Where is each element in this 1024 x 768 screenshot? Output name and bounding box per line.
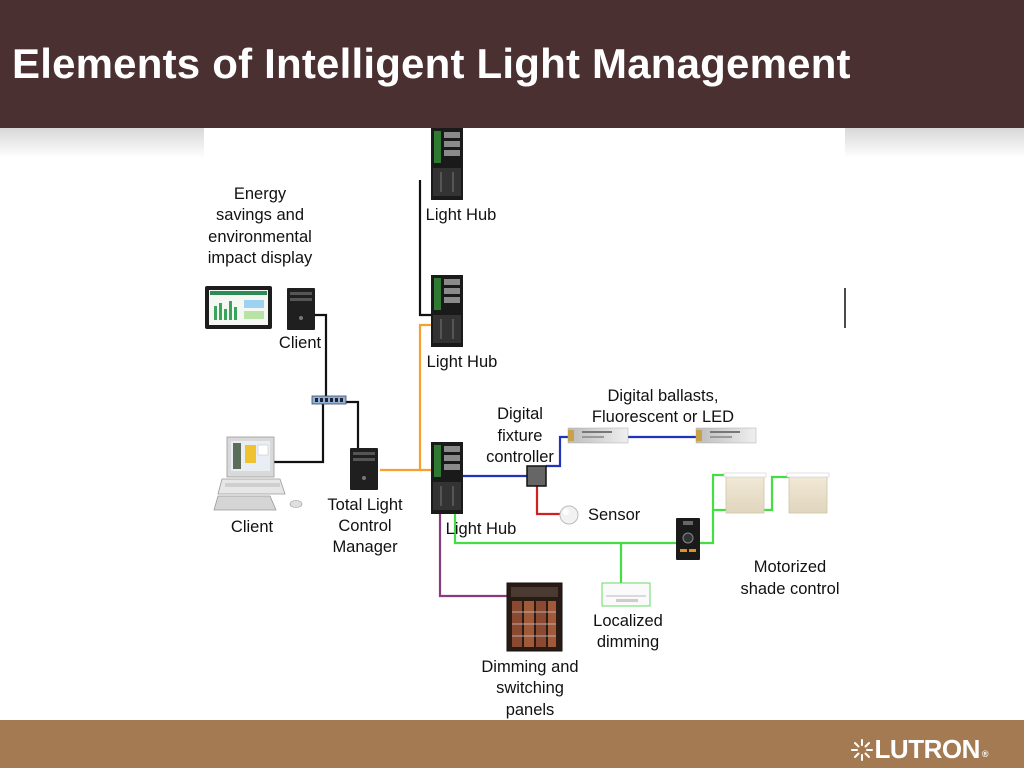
motorized-shade-1 xyxy=(723,472,767,514)
svg-text:shade control: shade control xyxy=(740,580,839,598)
title-bar: Elements of Intelligent Light Management xyxy=(0,0,1024,128)
dimming-switching-panels xyxy=(506,582,563,652)
svg-text:Fluorescent or LED: Fluorescent or LED xyxy=(592,408,734,426)
lutron-sunburst-icon xyxy=(850,738,873,761)
footer-bar xyxy=(0,720,1024,768)
svg-text:Motorized: Motorized xyxy=(754,558,826,576)
motorized-shade-2 xyxy=(786,472,830,514)
label-sensor: Sensor xyxy=(588,506,641,524)
svg-text:Total Light: Total Light xyxy=(327,496,403,514)
page-title: Elements of Intelligent Light Management xyxy=(12,40,851,87)
localized-dimmer xyxy=(601,582,651,607)
client-tower-pc xyxy=(287,288,315,330)
label-dimming-switching-panels: Dimming and switching panels xyxy=(481,658,578,719)
svg-text:Digital ballasts,: Digital ballasts, xyxy=(608,387,719,405)
lutron-logo: LUTRON® xyxy=(850,734,989,765)
svg-text:dimming: dimming xyxy=(597,633,659,651)
label-digital-fixture-controller: Digital fixture controller xyxy=(486,405,554,466)
occupancy-sensor xyxy=(559,505,579,525)
label-light-hub-1: Light Hub xyxy=(426,206,497,224)
svg-text:Localized: Localized xyxy=(593,612,663,630)
switch-manager-wire xyxy=(340,400,360,452)
switch-client-wire xyxy=(270,404,325,464)
lutron-wordmark: LUTRON xyxy=(874,734,981,764)
hub-keypad-wire xyxy=(453,514,677,545)
label-client-bottom: Client xyxy=(231,518,274,536)
svg-text:panels: panels xyxy=(506,701,555,719)
light-hub-2 xyxy=(431,275,463,347)
label-light-hub-2: Light Hub xyxy=(427,353,498,371)
label-total-light-control-manager: Total Light Control Manager xyxy=(327,496,403,556)
svg-text:Dimming and: Dimming and xyxy=(481,658,578,676)
svg-text:Digital: Digital xyxy=(497,405,543,423)
registered-mark: ® xyxy=(981,749,989,759)
total-light-control-manager-tower xyxy=(350,448,378,490)
hub-link-black-wire xyxy=(418,180,432,317)
svg-text:environmental: environmental xyxy=(208,228,312,246)
light-hub-3 xyxy=(431,442,463,514)
hub-panel-wire xyxy=(438,512,510,598)
label-localized-dimming: Localized dimming xyxy=(593,612,663,651)
svg-text:switching: switching xyxy=(496,679,564,697)
svg-text:impact display: impact display xyxy=(208,249,313,267)
label-digital-ballasts: Digital ballasts, Fluorescent or LED xyxy=(592,387,734,426)
digital-fixture-controller-box xyxy=(526,465,547,487)
svg-text:controller: controller xyxy=(486,448,554,466)
label-light-hub-3: Light Hub xyxy=(446,520,517,538)
svg-text:savings and: savings and xyxy=(216,206,304,224)
digital-ballast-1 xyxy=(567,427,629,444)
svg-text:Control: Control xyxy=(338,517,391,535)
sensor-wire xyxy=(535,486,561,516)
svg-text:Energy: Energy xyxy=(234,185,287,203)
label-energy-display: Energy savings and environmental impact … xyxy=(208,185,313,267)
label-client-top: Client xyxy=(279,334,322,352)
digital-ballast-2 xyxy=(695,427,757,444)
hub-link-orange-wire xyxy=(418,323,432,470)
energy-display-monitor xyxy=(205,286,272,329)
svg-text:Manager: Manager xyxy=(332,538,398,556)
client-desktop-pc xyxy=(213,436,303,511)
svg-text:fixture: fixture xyxy=(498,427,543,445)
network-switch xyxy=(311,395,347,405)
label-motorized-shade-control: Motorized shade control xyxy=(740,558,839,598)
light-hub-1 xyxy=(431,128,463,200)
shade-keypad-controller xyxy=(676,518,700,560)
